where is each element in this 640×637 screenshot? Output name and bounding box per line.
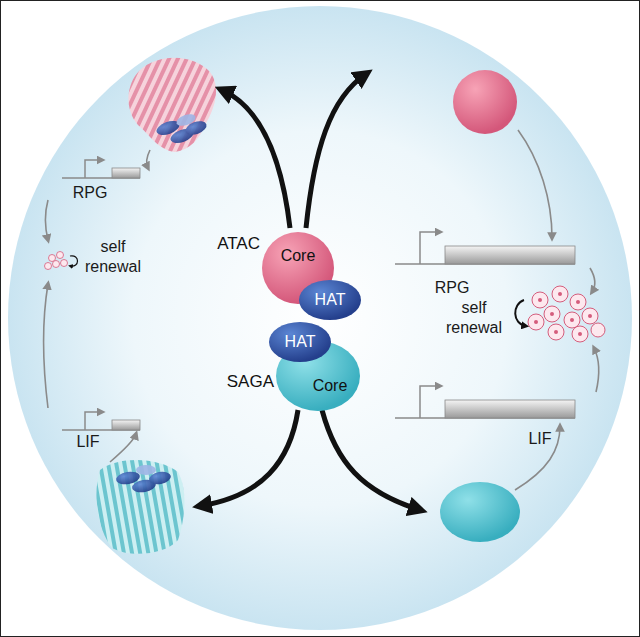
hat-module: HAT: [269, 322, 331, 362]
complex-name: SAGA: [227, 372, 274, 392]
saga-core-particle: [440, 482, 520, 542]
module-label: HAT: [285, 332, 316, 351]
cell-background: [8, 6, 632, 630]
node-ellipse: [299, 280, 361, 320]
process-label: self renewal: [438, 298, 510, 338]
cell-cluster-small: [45, 252, 78, 270]
gene-name: LIF: [528, 429, 551, 449]
saga-complex: [96, 460, 184, 554]
module-label: Core: [281, 246, 316, 265]
node-ellipse: [276, 341, 360, 411]
gene-name: RPG: [435, 278, 470, 298]
atac-core-particle: [453, 70, 517, 134]
gene-name: RPG: [73, 183, 108, 203]
cell-cluster-large: [515, 286, 605, 342]
complex-name: ATAC: [217, 234, 260, 254]
hat-module: HAT: [299, 280, 361, 320]
recruitment-arrows: [200, 74, 420, 510]
pathway-arrows: [44, 130, 599, 490]
module-label: Core: [313, 376, 348, 395]
gene-symbols: [62, 160, 575, 430]
process-label: self renewal: [77, 237, 149, 277]
atac-complex: [128, 58, 216, 152]
module-label: HAT: [315, 290, 346, 309]
gene-name: LIF: [76, 432, 99, 452]
node-ellipse: [269, 322, 331, 362]
